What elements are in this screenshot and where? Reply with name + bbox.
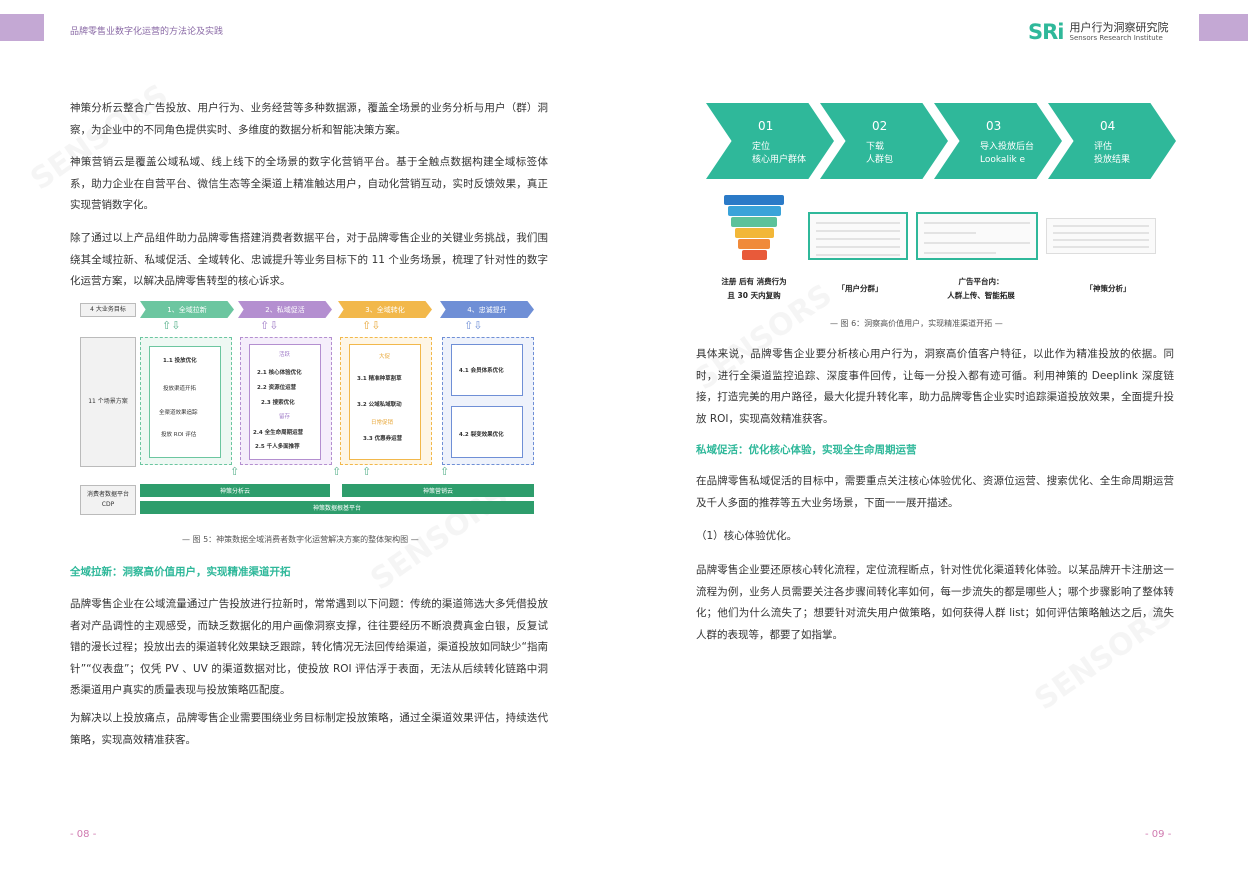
scenario-item: 全渠道效果追踪 [159,410,198,416]
architecture-diagram: 4 大业务目标 11 个场景方案 消费者数据平台 CDP 1、全域拉新 2、私域促… [76,297,534,519]
step-number: 04 [1100,119,1116,133]
institute-logo: SRi 用户行为洞察研究院 Sensors Research Institute [1028,20,1169,44]
bar-analytics-cloud: 神策分析云 [140,484,330,497]
paragraph-scenarios: 除了通过以上产品组件助力品牌零售搭建消费者数据平台，对于品牌零售企业的关键业务挑… [70,232,548,287]
step-text: 评估 投放结果 [1094,142,1131,165]
bar-data-foundation: 神策数据根基平台 [140,501,534,514]
goal-banner-conversion: 3、全域转化 [338,301,432,318]
paragraph-private-activation: 在品牌零售私域促活的目标中，需要重点关注核心体验优化、资源位运营、搜索优化、全生… [696,475,1174,509]
scenario-column-acquisition: 1.1 投放优化 投放渠道开拓 全渠道效果追踪 投放 ROI 评估 [140,337,232,465]
scenario-column-conversion: 大促 3.1 精准种草割草 3.2 公域私域联动 日常促销 3.3 优惠券运营 [340,337,432,465]
figure-caption: — 图 6：洞察高价值用户，实现精准渠道开拓 — [830,319,1003,328]
user-segment-screenshot [808,212,908,260]
group-label: 大促 [379,354,391,360]
step-chevron: 02 下载 人群包 [820,103,948,179]
funnel-layer [731,217,777,227]
funnel-layer [741,250,767,260]
figure-label: 广告平台内： 人群上传、智能拓展 [947,277,1015,300]
paragraph-core-experience: 品牌零售企业要还原核心转化流程，定位流程断点，针对性优化渠道转化体验。以某品牌开… [696,564,1174,641]
page-number: - 09 - [1145,829,1172,840]
row-label-goals: 4 大业务目标 [80,303,136,317]
ad-platform-screenshot [916,212,1038,260]
paragraph-analytics-cloud: 神策分析云整合广告投放、用户行为、业务经营等多种数据源，覆盖全场景的业务分析与用… [70,102,548,136]
right-page: SRi 用户行为洞察研究院 Sensors Research Institute… [624,0,1248,873]
row-label-cdp: 消费者数据平台 CDP [80,485,136,515]
running-header: 品牌零售业数字化运营的方法论及实践 [70,27,224,37]
scenario-item: 1.1 投放优化 [163,358,197,364]
goal-banner-acquisition: 1、全域拉新 [140,301,234,318]
funnel-layer [724,195,784,205]
figure-label: 「神策分析」 [1085,284,1131,293]
step-number: 02 [872,119,888,133]
section-heading: 全域拉新：洞察高价值用户，实现精准渠道开拓 [70,566,291,578]
scenario-item: 3.3 优惠券运营 [363,436,403,442]
goal-banner-loyalty: 4、忠诚提升 [440,301,534,318]
scenario-item: 2.4 全生命周期运营 [253,430,304,436]
scenario-item: 2.1 核心体验优化 [257,370,302,376]
scenario-item: 投放 ROI 评估 [161,432,197,438]
up-arrow-icon: ⇧ [230,465,240,478]
analytics-table-screenshot [1046,218,1156,254]
figure-label: 「用户分群」 [837,284,883,293]
step-text: 定位 核心用户群体 [752,142,807,165]
step-chevron: 01 定位 核心用户群体 [706,103,834,179]
figure-caption: — 图 5：神策数据全域消费者数字化运营解决方案的整体架构图 — [182,535,419,544]
up-arrow-icon: ⇧ [332,465,342,478]
row-label-scenarios: 11 个场景方案 [80,337,136,467]
scenario-column-loyalty: 4.1 会员体系优化 4.2 裂变效果优化 [442,337,534,465]
up-arrow-icon: ⇧⇩ [260,319,279,332]
step-chevron: 04 评估 投放结果 [1048,103,1176,179]
cdp-label-en: CDP [101,501,115,508]
up-arrow-icon: ⇧ [362,465,372,478]
scenario-item: 3.1 精准种草割草 [357,376,402,382]
cdp-label-cn: 消费者数据平台 [86,491,129,498]
scenario-item: 4.1 会员体系优化 [459,368,504,374]
group-label: 留存 [279,414,291,420]
up-arrow-icon: ⇧⇩ [362,319,381,332]
scenario-item: 2.2 资源位运营 [257,385,297,391]
group-label: 日常促销 [371,420,394,426]
group-label: 活跃 [279,352,291,358]
paragraph-solution: 为解决以上投放痛点，品牌零售企业需要围绕业务目标制定投放策略，通过全渠道效果评估… [70,712,548,746]
funnel-layer [727,206,781,216]
logo-name-cn: 用户行为洞察研究院 [1069,20,1169,34]
step-number: 01 [758,119,774,133]
section-heading: 私域促活：优化核心体验，实现全生命周期运营 [696,444,917,456]
step-chevron: 03 导入投放后台 Lookalik e [934,103,1062,179]
up-arrow-icon: ⇧ [440,465,450,478]
paragraph-subheading: （1）核心体验优化。 [696,530,798,542]
step-text: 下载 人群包 [866,142,894,165]
figure-label: 注册 后有 消费行为 且 30 天内复购 [721,277,787,300]
header-tab-right [1199,14,1248,41]
funnel-graphic [724,195,784,263]
step-number: 03 [986,119,1002,133]
paragraph-pain-points: 品牌零售企业在公域流量通过广告投放进行拉新时，常常遇到以下问题：传统的渠道筛选大… [70,598,548,696]
up-arrow-icon: ⇧⇩ [162,319,181,332]
scenario-item: 2.5 千人多面推荐 [255,444,300,450]
scenario-item: 2.3 搜索优化 [261,400,295,406]
left-page: 品牌零售业数字化运营的方法论及实践 SENSORS SENSORS 神策分析云整… [0,14,548,840]
logo-mark: SRi [1028,20,1064,44]
bar-marketing-cloud: 神策营销云 [342,484,534,497]
paragraph-core-analysis: 具体来说，品牌零售企业要分析核心用户行为，洞察高价值客户特征，以此作为精准投放的… [696,348,1174,425]
header-tab-left [0,14,44,41]
scenario-item: 投放渠道开拓 [163,386,197,392]
scenario-column-activation: 活跃 2.1 核心体验优化 2.2 资源位运营 2.3 搜索优化 留存 2.4 … [240,337,332,465]
page-number: - 08 - [70,829,97,840]
goal-banner-activation: 2、私域促活 [238,301,332,318]
logo-name-en: Sensors Research Institute [1069,33,1163,42]
funnel-layer [734,228,774,238]
scenario-item: 4.2 裂变效果优化 [459,432,504,438]
up-arrow-icon: ⇧⇩ [464,319,483,332]
funnel-layer [738,239,770,249]
paragraph-marketing-cloud: 神策营销云是覆盖公域私域、线上线下的全场景的数字化营销平台。基于全触点数据构建全… [70,156,548,211]
scenario-item: 3.2 公域私域联动 [357,402,402,408]
step-text: 导入投放后台 Lookalik e [980,142,1035,165]
